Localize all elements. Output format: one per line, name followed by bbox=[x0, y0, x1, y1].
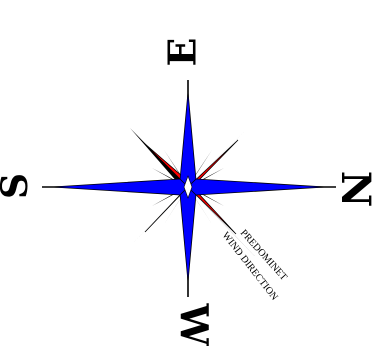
west-label: S bbox=[0, 173, 36, 199]
north-label: E bbox=[160, 38, 205, 67]
south-label: W bbox=[172, 303, 217, 346]
east-label: N bbox=[332, 171, 379, 208]
